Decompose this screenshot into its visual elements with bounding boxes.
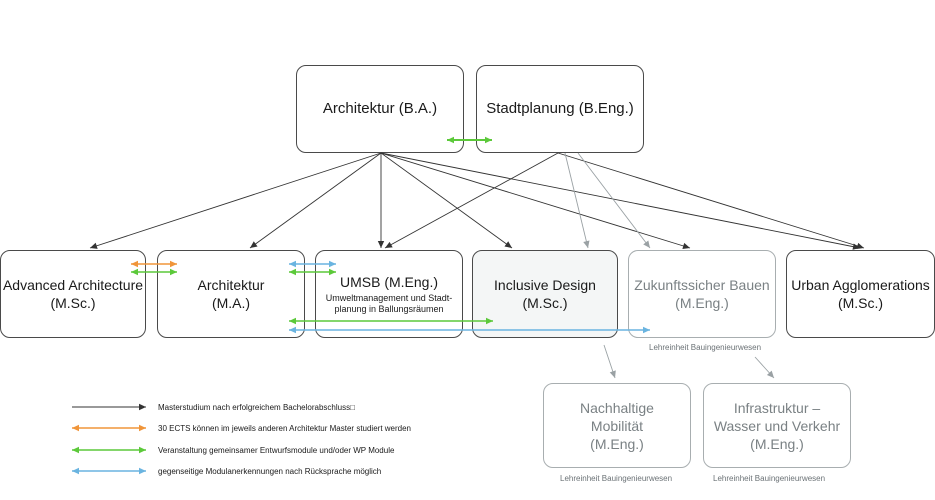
node-degree: (M.Eng.) (590, 435, 644, 452)
node-degree: (M.Sc.) (50, 295, 96, 311)
node-title: UMSB (M.Eng.) (339, 274, 438, 290)
node-title: Stadtplanung (B.Eng.) (486, 100, 634, 117)
line-stadt-grey-2-head (643, 240, 650, 248)
arrow-to-nachhaltig-head (609, 370, 616, 378)
node-title: Zukunftssicher Bauen (634, 277, 770, 293)
node-infrastruktur: Infrastruktur – Wasser und Verkehr (M.En… (703, 383, 851, 468)
legend-item-blue: gegenseitige Modulanerkennungen nach Rüc… (70, 464, 381, 478)
arrow-arch-ba-to-arch-ma-head (250, 241, 258, 248)
legend-arrow-head (139, 446, 146, 454)
node-inclusive-design: Inclusive Design (M.Sc.) (472, 250, 618, 338)
arrow-arch-ba-to-urban (380, 152, 861, 249)
arrow-stadt-to-urban-head (856, 242, 864, 249)
node-line2: Mobilität (590, 417, 644, 434)
node-line1: Infrastruktur – (733, 399, 821, 416)
legend-arrow-tail (72, 424, 79, 432)
arrow-arch-ba-to-arch-ma (249, 152, 382, 249)
legend-arrow-head (139, 403, 146, 411)
node-degree: (M.Eng.) (750, 435, 804, 452)
node-stadtplanung-beng: Stadtplanung (B.Eng.) (476, 65, 644, 153)
node-subtitle-line2: planung in Ballungsräumen (334, 304, 444, 314)
legend-item-orange: 30 ECTS können im jeweils anderen Archit… (70, 421, 411, 435)
node-line1: Nachhaltige (580, 399, 654, 416)
arrow-arch-ba-to-zukunft (380, 152, 691, 249)
line-stadt-grey-1-head (583, 240, 590, 248)
arrow-to-infra (754, 356, 775, 379)
node-degree: (M.Sc.) (837, 295, 884, 311)
legend-arrow-black (72, 403, 146, 411)
legend-arrow-green (72, 446, 146, 454)
arrow-stadt-to-umsb-head (385, 241, 393, 248)
arrow-arch-ba-to-advanced-head (90, 242, 98, 249)
node-degree: (M.Eng.) (675, 295, 729, 311)
legend-arrow-tail (72, 467, 79, 475)
node-degree: (M.Sc.) (522, 295, 568, 311)
node-title: Advanced Architecture (2, 277, 144, 293)
zukunft-caption: Lehreinheit Bauingenieurwesen (649, 343, 762, 352)
legend-arrow-head (139, 467, 146, 475)
node-degree: (M.A.) (211, 295, 251, 311)
arrow-arch-ba-to-advanced (89, 152, 382, 249)
arrow-arch-ba-to-urban-head (852, 243, 860, 250)
legend-text: Masterstudium nach erfolgreichem Bachelo… (158, 402, 355, 412)
arrow-stadt-to-umsb (384, 152, 559, 249)
node-subtitle: Umweltmanagement und Stadt- planung in B… (326, 293, 453, 315)
node-title: Architektur (197, 277, 265, 293)
line-stadt-grey-2 (577, 152, 651, 249)
node-nachhaltige-mobilitaet: Nachhaltige Mobilität (M.Eng.) (543, 383, 691, 468)
legend-text: Veranstaltung gemeinsamer Entwurfsmodule… (158, 445, 395, 455)
legend-arrow-head (139, 424, 146, 432)
arrow-stadt-to-urban (557, 152, 865, 249)
arrow-arch-ba-to-zukunft-head (682, 242, 690, 250)
legend-arrow-orange (72, 424, 146, 432)
arrow-arch-ba-to-inclusive (380, 152, 513, 249)
arrow-to-nachhaltig (603, 344, 616, 379)
node-advanced-architecture: Advanced Architecture (M.Sc.) (0, 250, 146, 338)
legend-text: gegenseitige Modulanerkennungen nach Rüc… (158, 466, 382, 476)
node-subtitle-line1: Umweltmanagement und Stadt- (325, 293, 453, 303)
infra-caption: Lehreinheit Bauingenieurwesen (713, 474, 826, 483)
nachhaltig-caption: Lehreinheit Bauingenieurwesen (560, 474, 673, 483)
legend-item-black: Masterstudium nach erfolgreichem Bachelo… (70, 400, 355, 414)
arrow-arch-ba-to-inclusive-head (504, 241, 512, 248)
node-title: Architektur (B.A.) (322, 100, 438, 117)
node-title: Urban Agglomerations (791, 277, 930, 293)
node-umsb: UMSB (M.Eng.) Umweltmanagement und Stadt… (315, 250, 463, 338)
node-title: Inclusive Design (494, 277, 596, 293)
line-stadt-grey-1 (564, 152, 589, 249)
legend-text: 30 ECTS können im jeweils anderen Archit… (158, 423, 412, 433)
node-zukunftssicher-bauen: Zukunftssicher Bauen (M.Eng.) (628, 250, 776, 338)
node-line2: Wasser und Verkehr (713, 417, 841, 434)
arrow-to-infra-head (766, 370, 774, 378)
legend-arrow-blue (72, 467, 146, 475)
legend-item-green: Veranstaltung gemeinsamer Entwurfsmodule… (70, 443, 394, 457)
node-architektur-ba: Architektur (B.A.) (296, 65, 464, 153)
legend-arrow-tail (72, 446, 79, 454)
node-architektur-ma: Architektur (M.A.) (157, 250, 305, 338)
arrow-arch-ba-to-umsb-head (377, 241, 385, 248)
node-urban-agglomerations: Urban Agglomerations (M.Sc.) (786, 250, 935, 338)
